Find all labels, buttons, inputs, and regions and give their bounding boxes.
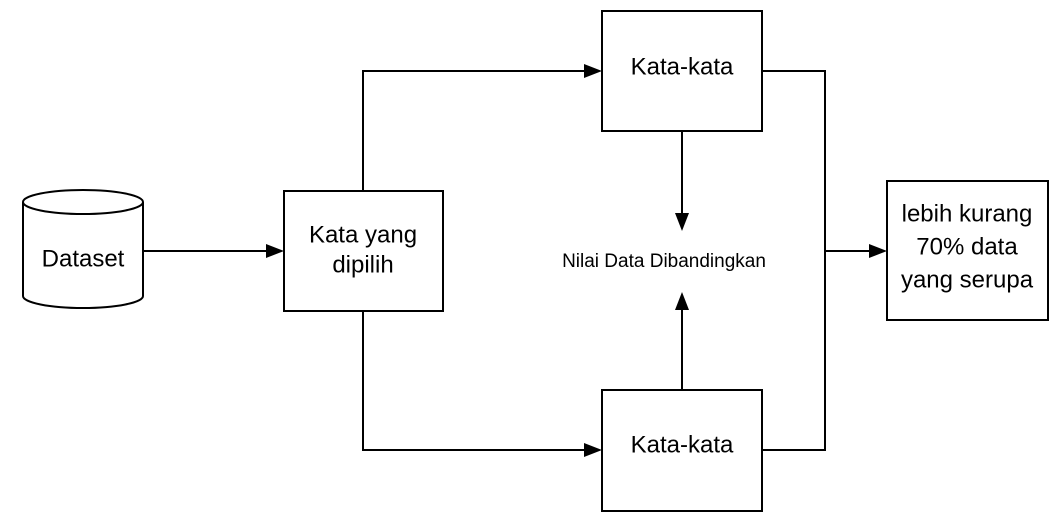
connectors bbox=[142, 64, 887, 457]
result-label-line-3: yang serupa bbox=[901, 266, 1034, 293]
words-top-label: Kata-kata bbox=[631, 53, 734, 80]
arrowhead-icon bbox=[584, 64, 602, 78]
selected-words-label-line-1: Kata yang bbox=[309, 221, 417, 248]
selected-words-box bbox=[283, 190, 444, 312]
dataset-label: Dataset bbox=[42, 245, 125, 272]
result-node: lebih kurang 70% data yang serupa bbox=[886, 180, 1049, 321]
edge-top-words-to-result bbox=[762, 70, 826, 451]
arrowhead-icon bbox=[675, 292, 689, 310]
edge-selected-to-bottom-words bbox=[362, 311, 586, 451]
edge-selected-to-top-words bbox=[362, 70, 586, 191]
arrowhead-icon bbox=[584, 443, 602, 457]
selected-words-node: Kata yang dipilih bbox=[283, 190, 444, 312]
dataset-node: Dataset bbox=[22, 189, 144, 309]
words-bottom-box bbox=[601, 389, 763, 512]
result-box bbox=[886, 180, 1049, 321]
arrowhead-icon bbox=[266, 244, 284, 258]
result-label-line-2: 70% data bbox=[916, 233, 1018, 260]
words-top-box bbox=[601, 10, 763, 132]
cylinder-rim bbox=[22, 201, 144, 215]
result-label-line-1: lebih kurang bbox=[902, 200, 1033, 227]
words-top-node: Kata-kata bbox=[601, 10, 763, 132]
database-cylinder-icon bbox=[22, 189, 144, 309]
words-bottom-node: Kata-kata bbox=[601, 389, 763, 512]
words-bottom-label: Kata-kata bbox=[631, 431, 734, 458]
arrowhead-icon bbox=[675, 213, 689, 231]
arrowhead-icon bbox=[869, 244, 887, 258]
selected-words-label-line-2: dipilih bbox=[332, 251, 393, 278]
comparison-label: Nilai Data Dibandingkan bbox=[562, 251, 766, 272]
